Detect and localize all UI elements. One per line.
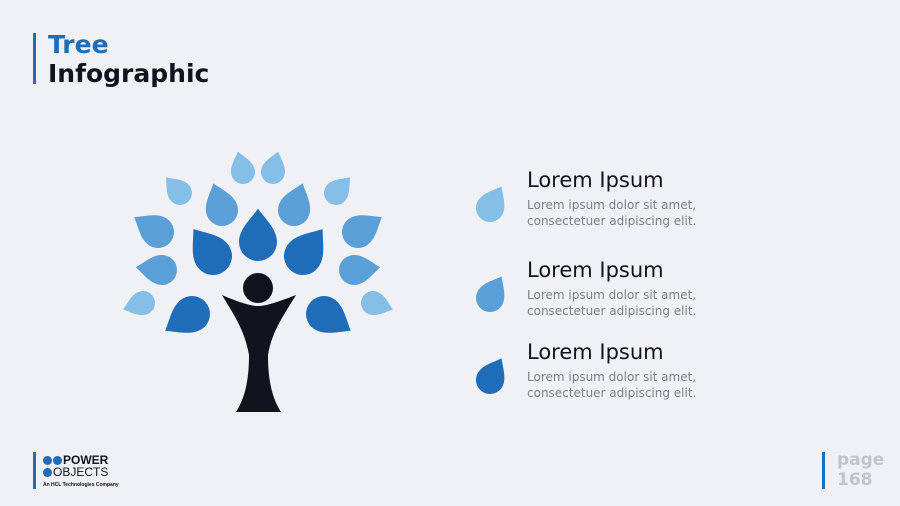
item-text: Lorem ipsum dolor sit amet,consectetuer … [527,288,697,318]
leaf-shape [284,229,324,275]
title-accent-bar [33,33,36,84]
page-value: 168 [837,470,873,490]
leaf-shape [165,177,192,205]
item-heading: Lorem Ipsum [527,258,664,282]
leaf-shape [192,229,232,275]
leaf-shape [361,291,393,316]
leaf-shape [342,215,382,248]
leaf-shape [205,183,238,226]
leaf-shape [123,291,155,316]
leaf-shape [339,255,381,285]
page-label: page [837,450,885,470]
leaf-shape [261,151,286,184]
drop-icon [476,186,505,222]
drop-icon [476,276,505,312]
item-text: Lorem ipsum dolor sit amet,consectetuer … [527,198,697,228]
leaf-shape [134,215,174,248]
leaf-shape [165,296,210,333]
logo-tagline: An HCL Technologies Company [43,482,119,488]
leaf-shape [324,177,351,205]
figure-body [222,295,296,412]
leaf-shape [239,208,277,261]
list-item: Lorem Ipsum Lorem ipsum dolor sit amet,c… [470,340,770,404]
item-heading: Lorem Ipsum [527,340,664,364]
list-item: Lorem Ipsum Lorem ipsum dolor sit amet,c… [470,168,770,232]
list-item: Lorem Ipsum Lorem ipsum dolor sit amet,c… [470,258,770,322]
leaf-shape [278,183,311,226]
logo-dot-icon [43,468,52,477]
drop-icon [476,358,505,394]
item-heading: Lorem Ipsum [527,168,664,192]
title-line-2: Infographic [48,59,210,88]
leaf-shape [306,296,351,333]
leaf-shape [135,255,177,285]
logo-dot-icon [53,456,62,465]
item-text: Lorem ipsum dolor sit amet,consectetuer … [527,370,697,400]
logo-dot-icon [43,456,52,465]
page-accent-bar [822,452,825,489]
leaf-shape [230,151,255,184]
logo-accent-bar [33,452,36,489]
title-line-1: Tree [48,30,109,59]
page-title: Tree Infographic [48,30,209,88]
figure-head [243,273,273,303]
